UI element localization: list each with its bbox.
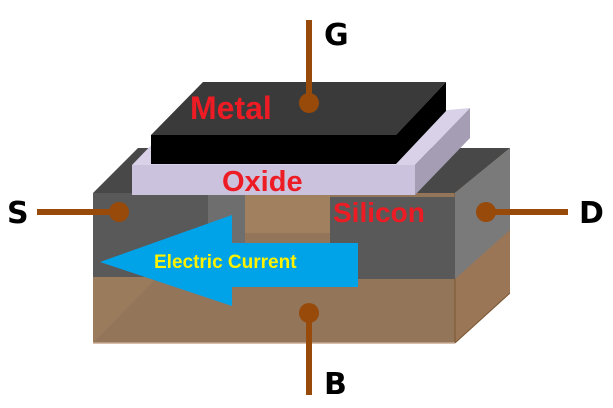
gate-terminal: G — [299, 18, 349, 113]
body-label: B — [324, 367, 347, 402]
substrate-side-bottom-edge — [454, 292, 511, 344]
oxide-front-face — [132, 165, 415, 195]
current-arrow-label: Electric Current — [154, 252, 297, 273]
drain-label: D — [579, 196, 604, 231]
drain-contact — [476, 202, 496, 222]
body-terminal: B — [299, 303, 347, 402]
silicon-label: Silicon — [333, 197, 425, 228]
metal-top-face — [151, 82, 446, 135]
metal-label: Metal — [190, 90, 272, 126]
source-terminal: S — [7, 196, 129, 231]
gate-contact — [299, 93, 319, 113]
source-label: S — [7, 196, 29, 231]
metal-side-face — [396, 82, 446, 164]
oxide-side-face — [415, 108, 470, 195]
metal-gate — [151, 82, 446, 164]
channel-region — [245, 193, 330, 233]
drain-terminal: D — [476, 196, 604, 231]
metal-front-face — [151, 135, 396, 164]
body-contact — [299, 303, 319, 323]
gate-label: G — [324, 18, 349, 53]
current-arrow: Electric Current — [100, 215, 358, 306]
current-arrow-shape — [100, 215, 358, 306]
source-contact — [109, 202, 129, 222]
oxide-label: Oxide — [222, 166, 303, 198]
